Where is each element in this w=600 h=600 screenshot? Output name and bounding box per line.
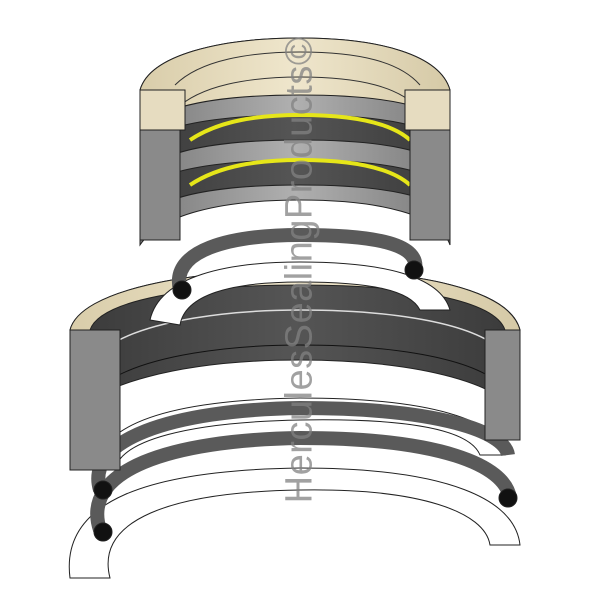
- watermark-text: HerculesSealingProducts©: [278, 36, 321, 504]
- upper-seal-stack: [139, 37, 451, 326]
